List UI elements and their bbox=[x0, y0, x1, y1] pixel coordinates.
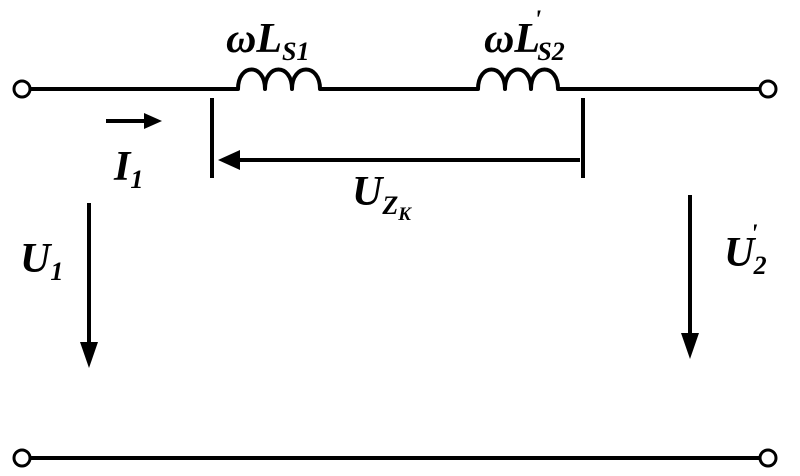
inductor-2-coil bbox=[476, 67, 560, 91]
inductor-2-label: ωL'S2 bbox=[484, 5, 565, 66]
current-arrow bbox=[106, 113, 162, 129]
voltage-zk-label: UZK bbox=[352, 169, 412, 225]
voltage-in-arrow bbox=[80, 203, 98, 368]
terminal-top-right bbox=[758, 79, 778, 99]
voltage-out-label: U'2 bbox=[724, 219, 767, 280]
terminal-top-left bbox=[12, 79, 32, 99]
terminal-bottom-right bbox=[758, 448, 778, 468]
voltage-in-label: U1 bbox=[20, 236, 63, 286]
voltage-out-arrow bbox=[681, 195, 699, 359]
inductor-1-coil bbox=[236, 67, 322, 91]
inductor-1-label: ωLS1 bbox=[226, 16, 310, 66]
voltage-zk-arrow bbox=[218, 150, 580, 170]
current-label: I1 bbox=[113, 144, 143, 194]
terminal-bottom-left bbox=[12, 448, 32, 468]
